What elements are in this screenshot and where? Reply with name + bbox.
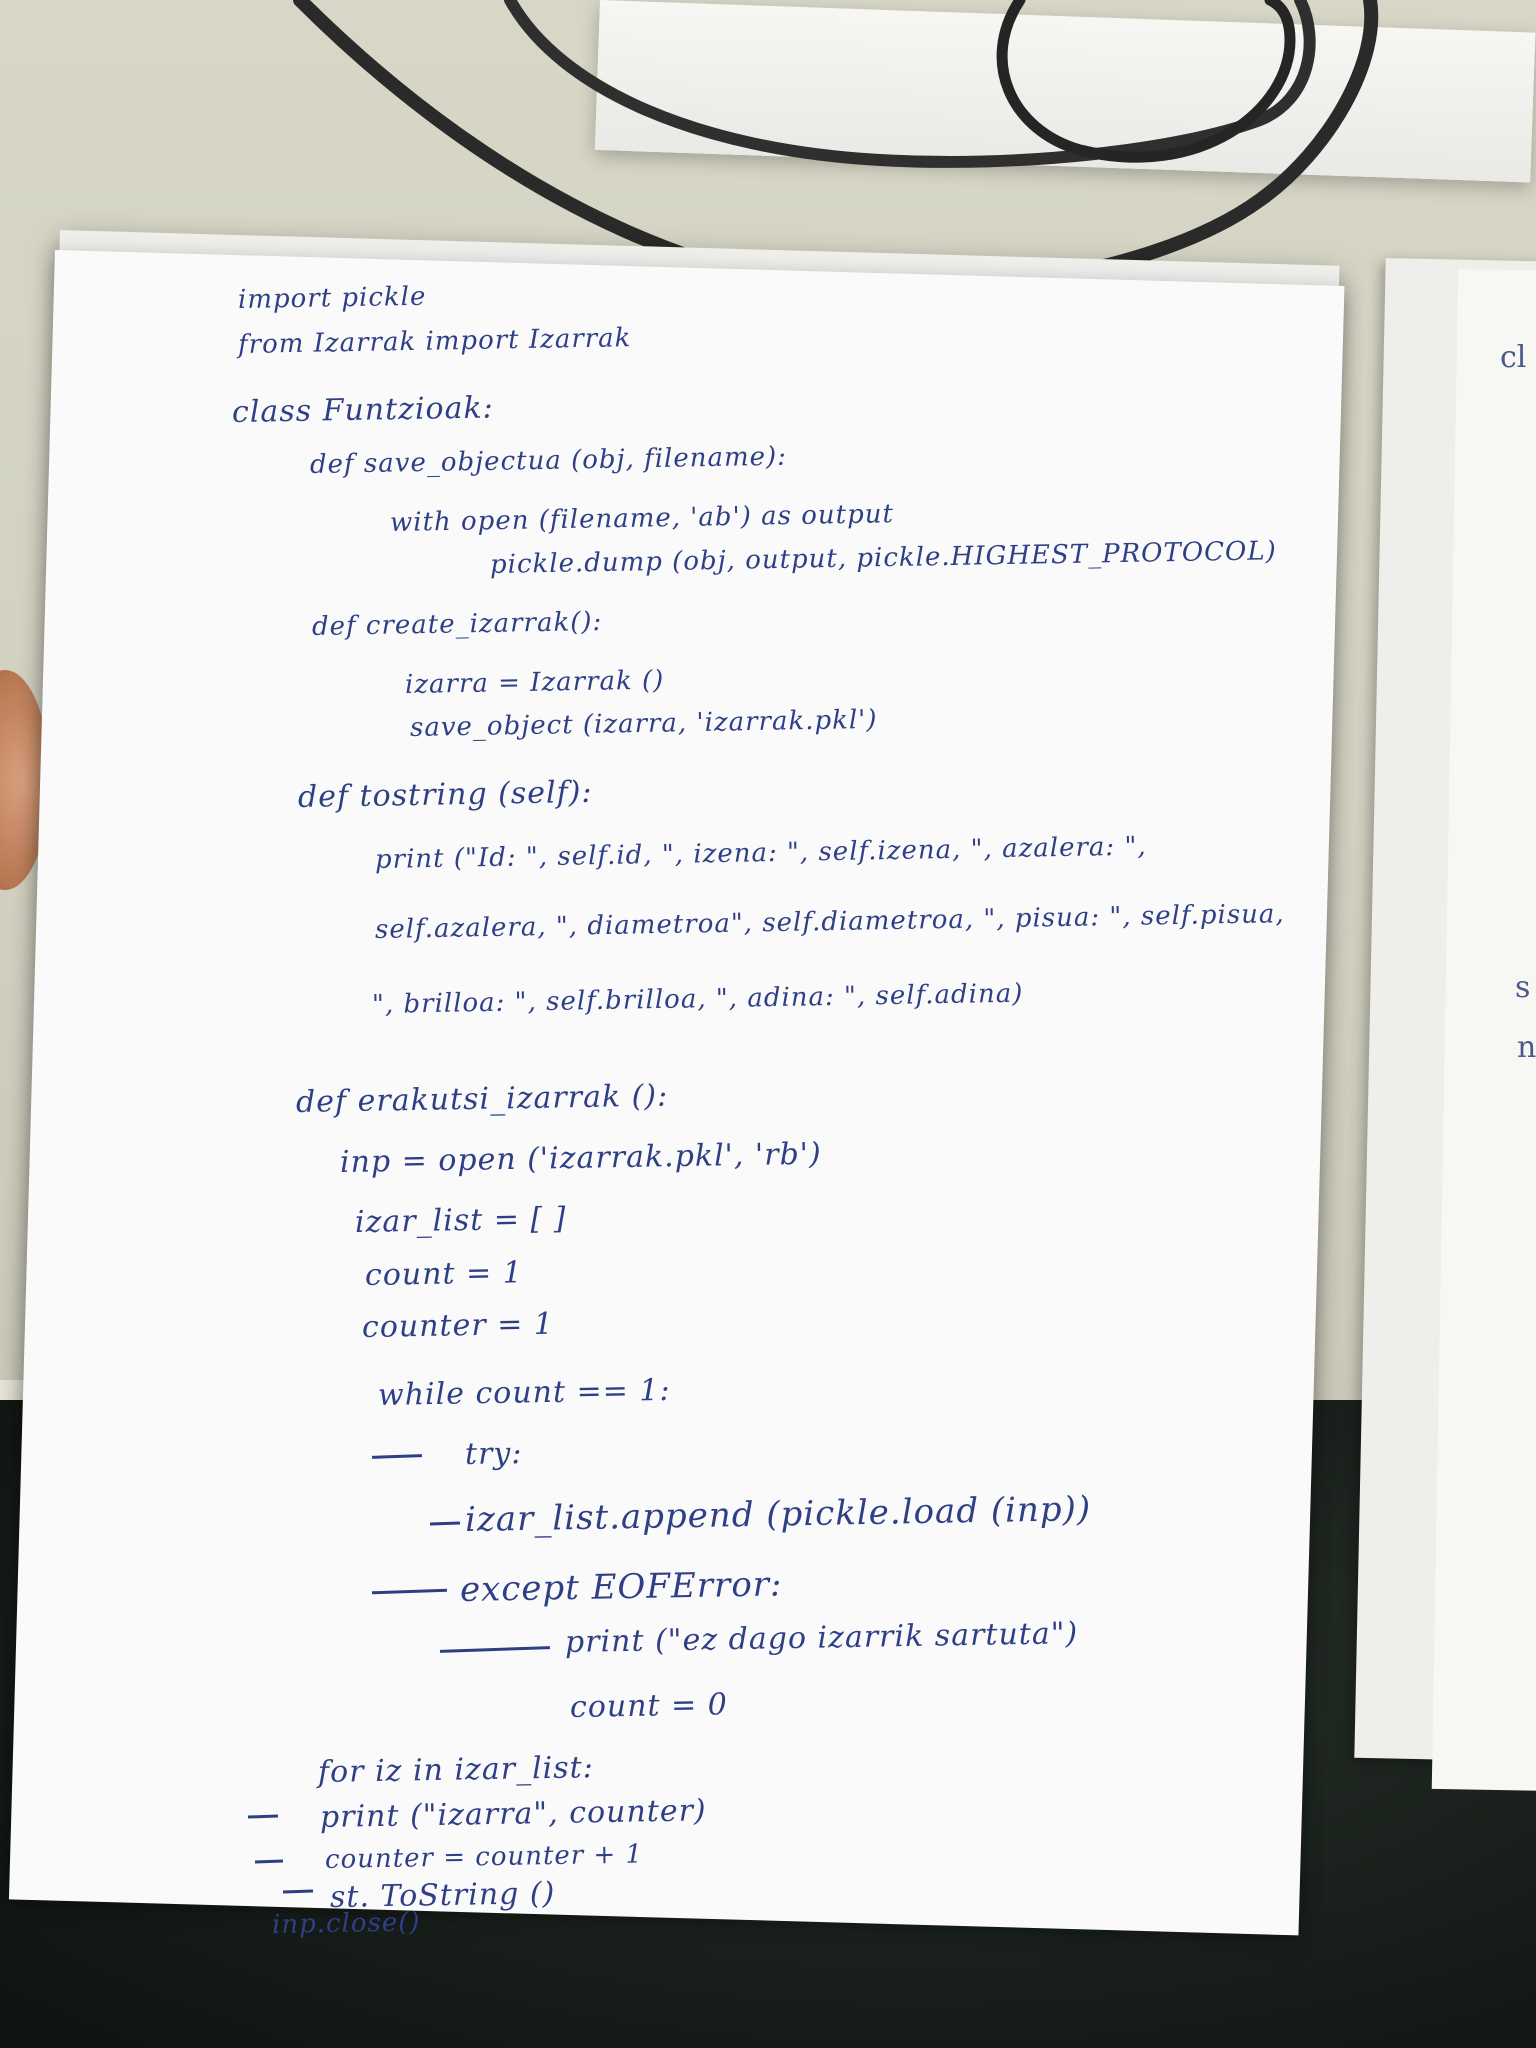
code-line-14: def erakutsi_izarrak (): xyxy=(295,1078,669,1120)
code-line-8: izarra = Izarrak () xyxy=(404,665,665,700)
side-text-3: n xyxy=(1517,1030,1536,1065)
code-line-24: count = 0 xyxy=(569,1687,729,1725)
code-line-25: for iz in izar_list: xyxy=(317,1750,595,1790)
code-line-16: izar_list = [ ] xyxy=(354,1201,567,1240)
code-line-26: print ("izarra", counter) xyxy=(319,1793,707,1835)
code-line-20: try: xyxy=(464,1436,523,1472)
code-line-22: except EOFError: xyxy=(459,1564,783,1610)
code-line-7: def create_izarrak(): xyxy=(311,606,603,642)
code-line-10: def tostring (self): xyxy=(297,774,593,815)
code-line-17: count = 1 xyxy=(364,1255,524,1293)
code-line-29: inp.close() xyxy=(271,1907,421,1940)
code-line-19: while count == 1: xyxy=(377,1372,671,1413)
side-text-1: cl xyxy=(1500,340,1527,375)
code-line-3: class Funtzioak: xyxy=(231,390,495,430)
code-line-18: counter = 1 xyxy=(361,1306,555,1345)
side-text-2: s xyxy=(1515,970,1531,1005)
code-line-27: counter = counter + 1 xyxy=(324,1839,644,1875)
code-line-1: import pickle xyxy=(237,281,427,315)
